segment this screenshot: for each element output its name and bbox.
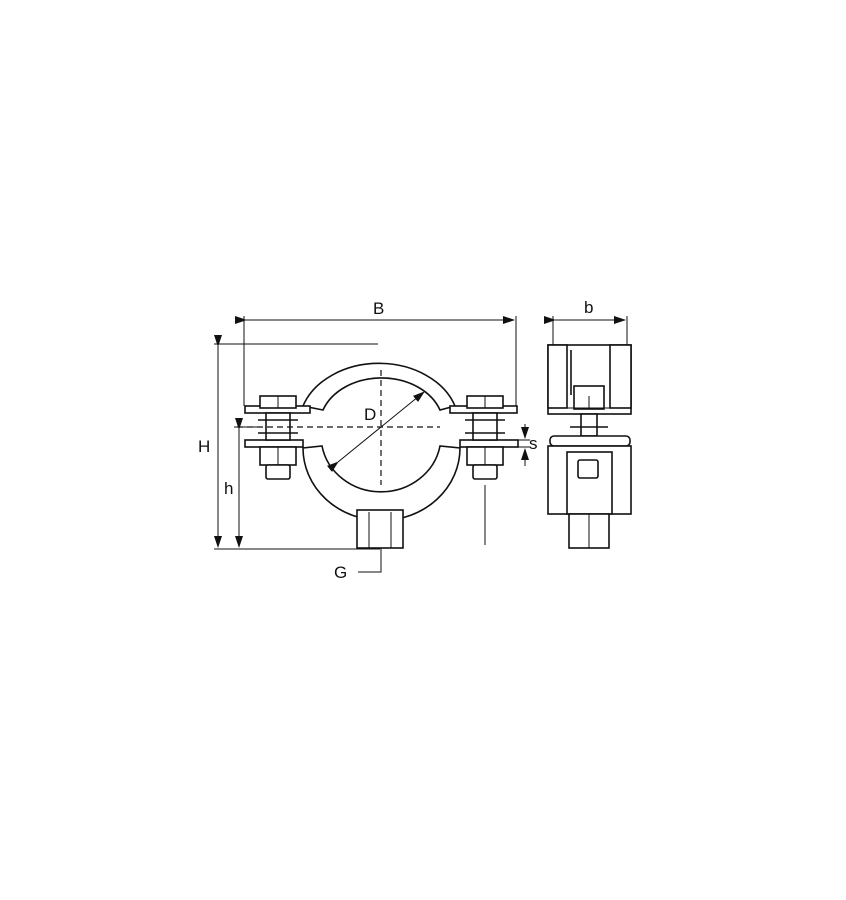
front-view: D B H h s G — [198, 299, 538, 582]
diameter-dimension — [326, 391, 425, 473]
label-s: s — [529, 434, 538, 453]
lower-left-flange — [244, 439, 304, 448]
thread-leader-G — [358, 548, 382, 573]
threaded-nut — [356, 509, 404, 549]
label-H: H — [198, 437, 210, 456]
label-b: b — [584, 298, 593, 317]
label-B: B — [373, 299, 384, 318]
label-h: h — [224, 479, 233, 498]
side-view: b — [544, 298, 632, 549]
upper-clamp-band — [301, 362, 457, 411]
lower-clamp-band — [302, 445, 461, 522]
label-G: G — [334, 563, 347, 582]
label-D: D — [364, 405, 376, 424]
lower-right-flange — [459, 439, 519, 448]
right-bolt — [465, 395, 505, 480]
left-bolt — [258, 395, 298, 480]
